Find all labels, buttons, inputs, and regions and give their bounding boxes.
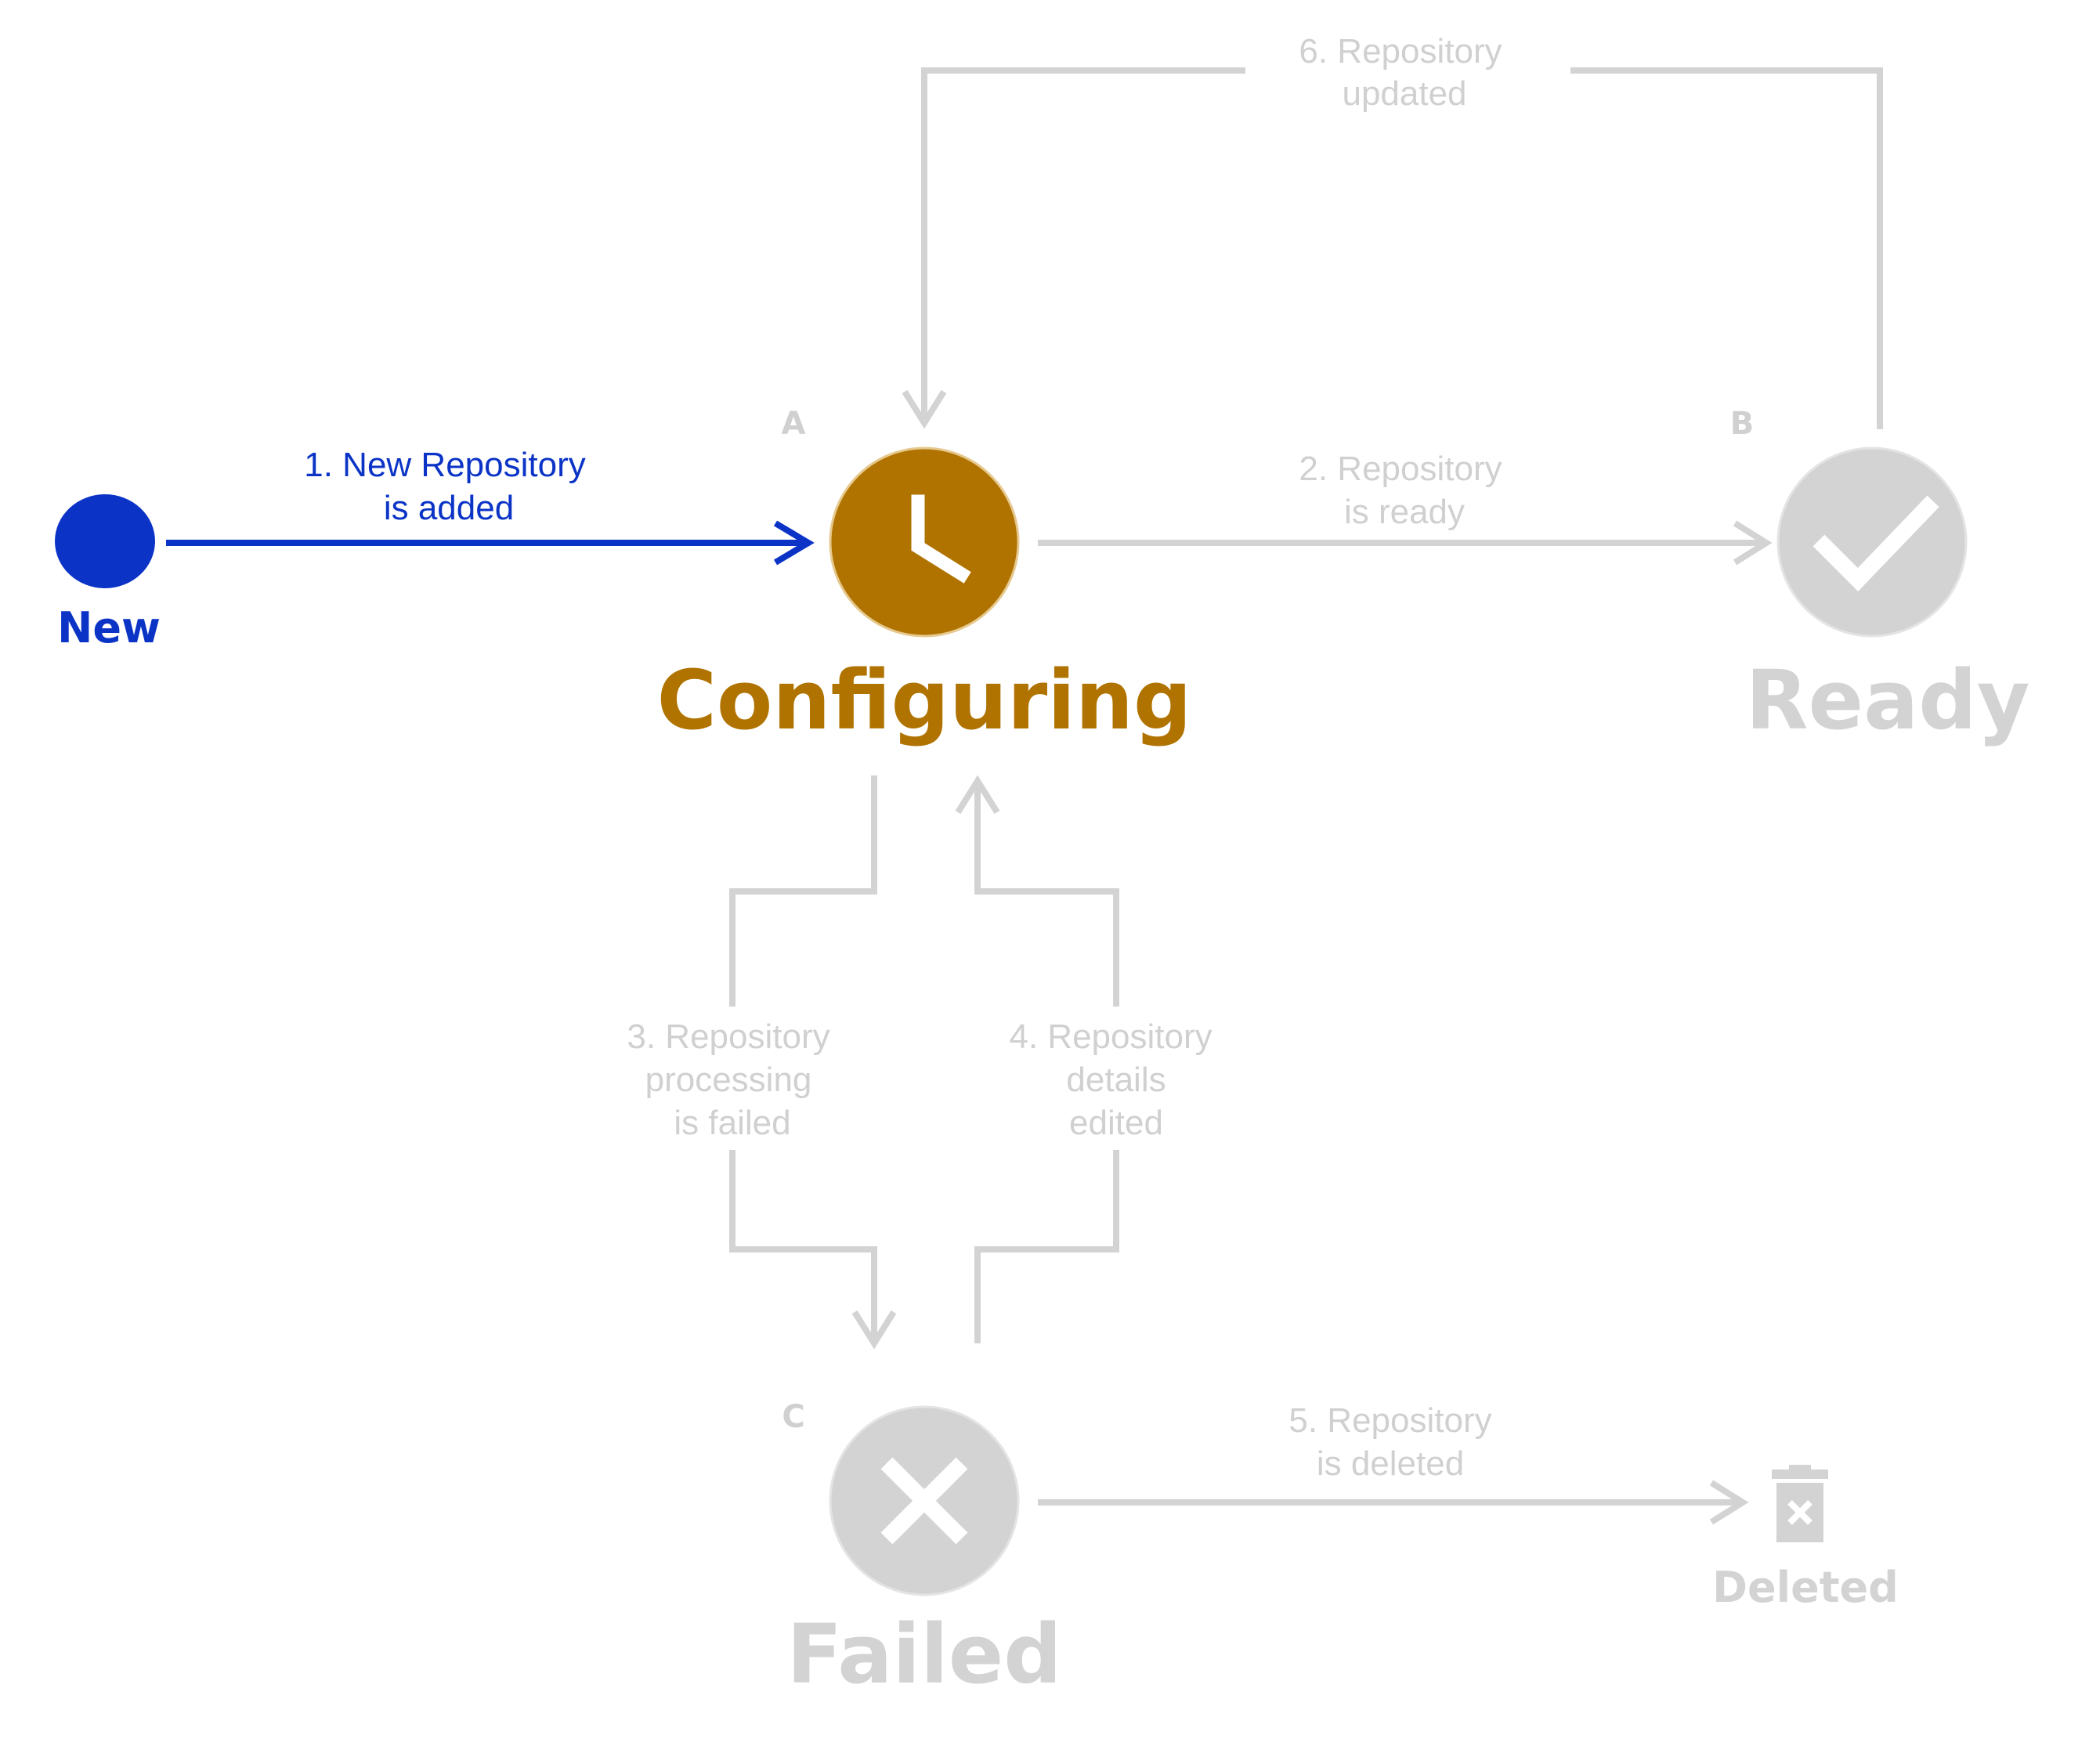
transition-3-label-line1: 3. Repository xyxy=(627,1018,829,1056)
checkmark-icon xyxy=(1813,495,1939,592)
state-ready: B Ready xyxy=(1730,406,2030,748)
transition-4-label-line1: 4. Repository xyxy=(1009,1018,1212,1056)
transition-3-label-line3: is failed xyxy=(674,1104,790,1142)
transition-5-label-line2: is deleted xyxy=(1317,1444,1464,1483)
start-node xyxy=(55,494,155,588)
state-new-label: New xyxy=(57,603,161,652)
clock-icon xyxy=(911,494,971,584)
transition-4-label-line2: details xyxy=(1066,1061,1166,1099)
transition-6-label-line2: updated xyxy=(1342,74,1466,113)
transition-5-label-line1: 5. Repository xyxy=(1288,1401,1491,1440)
state-failed: C Failed xyxy=(782,1399,1061,1702)
transition-6-label-line1: 6. Repository xyxy=(1299,32,1502,70)
state-new: New xyxy=(55,494,161,652)
transition-6-connector xyxy=(902,67,1883,429)
state-failed-letter: C xyxy=(782,1399,804,1435)
transition-4-connector xyxy=(955,775,1119,1343)
transition-1-label-line2: is added xyxy=(384,489,514,527)
state-configuring: A Configuring xyxy=(657,406,1192,748)
state-configuring-label: Configuring xyxy=(657,652,1192,748)
transition-1-connector xyxy=(166,520,815,566)
state-ready-label: Ready xyxy=(1745,652,2029,748)
state-failed-label: Failed xyxy=(786,1607,1061,1702)
state-deleted-label: Deleted xyxy=(1712,1563,1899,1612)
transition-2-connector xyxy=(1038,520,1773,566)
transition-3-label-line2: processing xyxy=(645,1061,812,1099)
trash-icon xyxy=(1772,1465,1828,1542)
transition-3-connector xyxy=(729,775,897,1350)
state-deleted: Deleted xyxy=(1712,1465,1899,1612)
state-configuring-letter: A xyxy=(782,406,806,442)
transition-4-label-line3: edited xyxy=(1069,1104,1163,1142)
x-icon xyxy=(880,1457,968,1545)
transition-2-label-line2: is ready xyxy=(1344,493,1465,531)
transition-5-connector xyxy=(1038,1480,1749,1525)
transition-1-label-line1: 1. New Repository xyxy=(304,446,585,484)
state-ready-letter: B xyxy=(1730,406,1755,442)
transition-2-label-line1: 2. Repository xyxy=(1299,450,1502,488)
